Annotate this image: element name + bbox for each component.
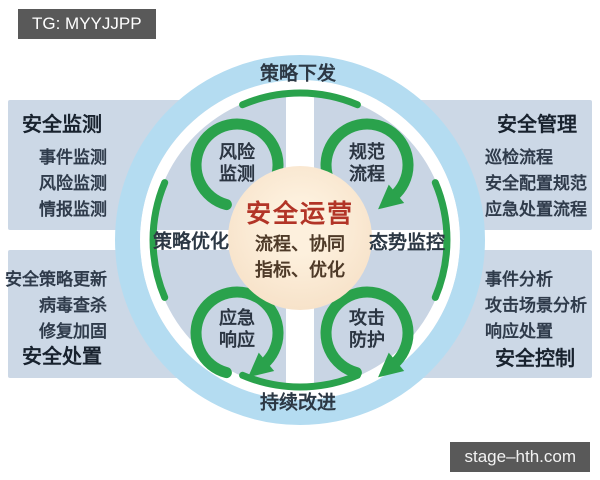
cycle-arrow-icon-bottom-right (320, 286, 414, 379)
list-item: 修复加固 (39, 322, 107, 341)
cycle-arrow-icon-top-left (190, 118, 284, 211)
list-item: 安全配置规范 (485, 174, 587, 193)
list-item: 情报监测 (39, 200, 107, 219)
quadrant-items-bottom-right: 事件分析 攻击场景分析 响应处置 (485, 267, 587, 345)
node-label-line: 响应 (219, 330, 255, 350)
ring-label-left: 策略优化 (152, 231, 230, 253)
center-subtitle-line1: 流程、协同 (255, 234, 345, 254)
ring-arc-icon-bottom (239, 371, 361, 391)
ring-label-bottom: 持续改进 (259, 392, 337, 414)
list-item: 事件监测 (39, 148, 107, 167)
quadrant-title-security-control: 安全控制 (495, 348, 575, 370)
quadrant-items-top-left: 事件监测 风险监测 情报监测 (0, 145, 107, 223)
node-label-line: 监测 (219, 164, 255, 184)
center-subtitle-line2: 指标、优化 (255, 260, 345, 280)
list-item: 响应处置 (485, 322, 553, 341)
node-label-line: 规范 (349, 142, 385, 162)
list-item: 安全策略更新 (5, 270, 107, 289)
quadrant-title-security-management: 安全管理 (497, 114, 577, 136)
ring-arc-icon-left (149, 179, 169, 301)
watermark-tg-badge: TG: MYYJJPP (18, 9, 156, 39)
node-label-line: 流程 (349, 164, 385, 184)
cycle-node-risk-monitoring: 风险 监测 (187, 141, 287, 185)
node-label-line: 防护 (349, 330, 385, 350)
node-label-line: 应急 (219, 308, 255, 328)
ring-label-right: 态势监控 (368, 232, 446, 254)
cycle-arrow-icon-bottom-left (190, 286, 284, 379)
node-label-line: 攻击 (349, 308, 385, 328)
ring-label-top: 策略下发 (259, 63, 337, 85)
cycle-node-standard-process: 规范 流程 (317, 141, 417, 185)
ring-arc-icon-right (431, 179, 451, 301)
list-item: 风险监测 (39, 174, 107, 193)
center-circle: 安全运营 流程、协同 指标、优化 (228, 166, 372, 310)
list-item: 攻击场景分析 (485, 296, 587, 315)
quadrant-items-bottom-left: 安全策略更新 病毒查杀 修复加固 (0, 267, 107, 345)
quadrant-items-top-right: 巡检流程 安全配置规范 应急处置流程 (485, 145, 587, 223)
list-item: 事件分析 (485, 270, 553, 289)
cycle-node-emergency-response: 应急 响应 (187, 307, 287, 351)
watermark-site-badge: stage–hth.com (450, 442, 590, 472)
list-item: 巡检流程 (485, 148, 553, 167)
node-label-line: 风险 (219, 142, 255, 162)
list-item: 病毒查杀 (39, 296, 107, 315)
quadrant-title-security-disposal: 安全处置 (22, 346, 102, 368)
quadrant-title-security-monitoring: 安全监测 (22, 114, 102, 136)
ring-arc-icon-top (239, 89, 361, 109)
list-item: 应急处置流程 (485, 200, 587, 219)
cycle-node-attack-protection: 攻击 防护 (317, 307, 417, 351)
center-title: 安全运营 (245, 201, 354, 228)
